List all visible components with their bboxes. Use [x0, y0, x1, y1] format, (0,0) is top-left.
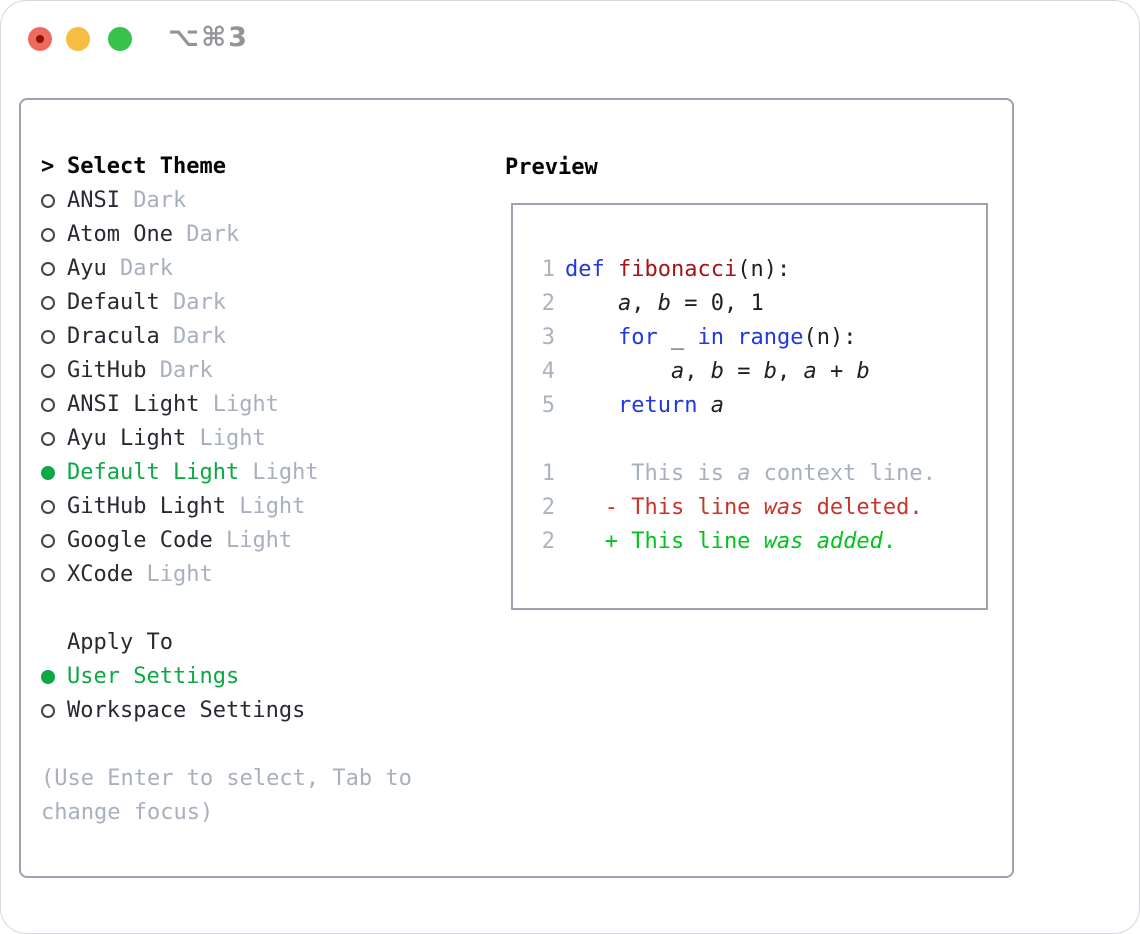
radio-icon	[41, 568, 67, 582]
line-number: 1	[541, 257, 555, 282]
radio-icon	[41, 432, 67, 446]
line-number: 5	[541, 393, 555, 418]
option-label: XCode	[67, 562, 134, 587]
radio-icon	[41, 500, 67, 514]
option-label: Workspace Settings	[67, 698, 306, 723]
spacer-row	[41, 592, 491, 626]
radio-icon	[41, 194, 67, 208]
focus-caret-icon: >	[41, 154, 55, 179]
option-label: Ayu	[67, 256, 107, 281]
option-label: GitHub	[67, 358, 147, 383]
option-variant-label: Dark	[146, 358, 213, 383]
line-number: 3	[541, 325, 555, 350]
code-line: 1 def fibonacci(n):	[535, 253, 986, 287]
code-text: a, b = 0, 1	[617, 291, 764, 316]
option-label: ANSI	[67, 188, 120, 213]
theme-option-google-code-light[interactable]: Google Code Light	[41, 524, 491, 558]
radio-selected-icon	[41, 670, 67, 684]
code-line: 2 a, b = 0, 1	[535, 287, 986, 321]
line-number: 1	[541, 461, 555, 486]
theme-option-ayu-light-light[interactable]: Ayu Light Light	[41, 422, 491, 456]
theme-option-xcode-light[interactable]: XCode Light	[41, 558, 491, 592]
theme-option-atom-one-dark[interactable]: Atom One Dark	[41, 218, 491, 252]
option-label: User Settings	[67, 664, 240, 689]
line-number: 2	[541, 529, 555, 554]
radio-icon	[41, 534, 67, 548]
radio-icon	[41, 262, 67, 276]
theme-option-default-dark[interactable]: Default Dark	[41, 286, 491, 320]
select-theme-header: > Select Theme	[41, 150, 491, 184]
line-number: 2	[541, 495, 555, 520]
code-text: def fibonacci(n):	[565, 257, 791, 282]
radio-icon	[41, 364, 67, 378]
option-variant-label: Light	[239, 460, 319, 485]
option-variant-label: Dark	[106, 256, 173, 281]
code-line: 4 a, b = b, a + b	[535, 355, 986, 389]
theme-option-github-dark[interactable]: GitHub Dark	[41, 354, 491, 388]
theme-option-default-light-light[interactable]: Default Light Light	[41, 456, 491, 490]
radio-icon	[41, 330, 67, 344]
close-button[interactable]	[28, 27, 52, 51]
radio-icon	[41, 398, 67, 412]
line-number: 2	[541, 291, 555, 316]
code-text: + This line was added.	[565, 529, 897, 554]
zoom-button[interactable]	[108, 27, 132, 51]
option-label: ANSI Light	[67, 392, 200, 417]
option-label: Atom One	[67, 222, 173, 247]
option-label: Default Light	[67, 460, 240, 485]
radio-selected-icon	[41, 466, 67, 480]
radio-icon	[41, 228, 67, 242]
option-variant-label: Light	[199, 392, 279, 417]
option-variant-label: Light	[225, 494, 306, 519]
radio-icon	[41, 704, 67, 718]
option-label: Google Code	[67, 528, 213, 553]
option-variant-label: Light	[133, 562, 213, 587]
theme-option-dracula-dark[interactable]: Dracula Dark	[41, 320, 491, 354]
option-variant-label: Dark	[172, 222, 240, 247]
window-title: ⌥⌘3	[168, 22, 249, 53]
option-label: Default	[67, 290, 160, 315]
code-line: 1 This is a context line.	[535, 457, 986, 491]
theme-option-github-light-light[interactable]: GitHub Light Light	[41, 490, 491, 524]
code-line	[535, 423, 986, 457]
minimize-button[interactable]	[66, 27, 90, 51]
spacer-row	[41, 728, 491, 762]
option-label: Dracula	[67, 324, 160, 349]
option-variant-label: Dark	[159, 290, 226, 315]
option-variant-label: Light	[212, 528, 293, 553]
option-label: GitHub Light	[67, 494, 226, 519]
select-theme-header-label: Select Theme	[67, 154, 226, 179]
option-variant-label: Light	[186, 426, 266, 451]
theme-option-ansi-light-light[interactable]: ANSI Light Light	[41, 388, 491, 422]
preview-header: Preview	[505, 154, 598, 180]
option-variant-label: Dark	[119, 188, 187, 213]
apply-to-header: Apply To	[41, 626, 491, 660]
option-label: Ayu Light	[67, 426, 187, 451]
apply-to-header-label: Apply To	[67, 630, 173, 655]
help-text: (Use Enter to select, Tab to change focu…	[41, 766, 412, 825]
code-text: - This line was deleted.	[565, 495, 923, 520]
option-variant-label: Dark	[159, 324, 226, 349]
code-text: return a	[617, 393, 724, 418]
code-line: 2 - This line was deleted.	[535, 491, 986, 525]
radio-icon	[41, 296, 67, 310]
code-line: 5 return a	[535, 389, 986, 423]
code-line: 3 for _ in range(n):	[535, 321, 986, 355]
line-number: 4	[541, 359, 555, 384]
theme-option-ansi-dark[interactable]: ANSI Dark	[41, 184, 491, 218]
apply-option-workspace-settings[interactable]: Workspace Settings	[41, 694, 491, 728]
code-text: This is a context line.	[565, 461, 936, 486]
code-text: a, b = b, a + b	[670, 359, 870, 384]
code-text: for _ in range(n):	[617, 325, 857, 350]
theme-option-ayu-dark[interactable]: Ayu Dark	[41, 252, 491, 286]
apply-option-user-settings[interactable]: User Settings	[41, 660, 491, 694]
code-line: 2 + This line was added.	[535, 525, 986, 559]
